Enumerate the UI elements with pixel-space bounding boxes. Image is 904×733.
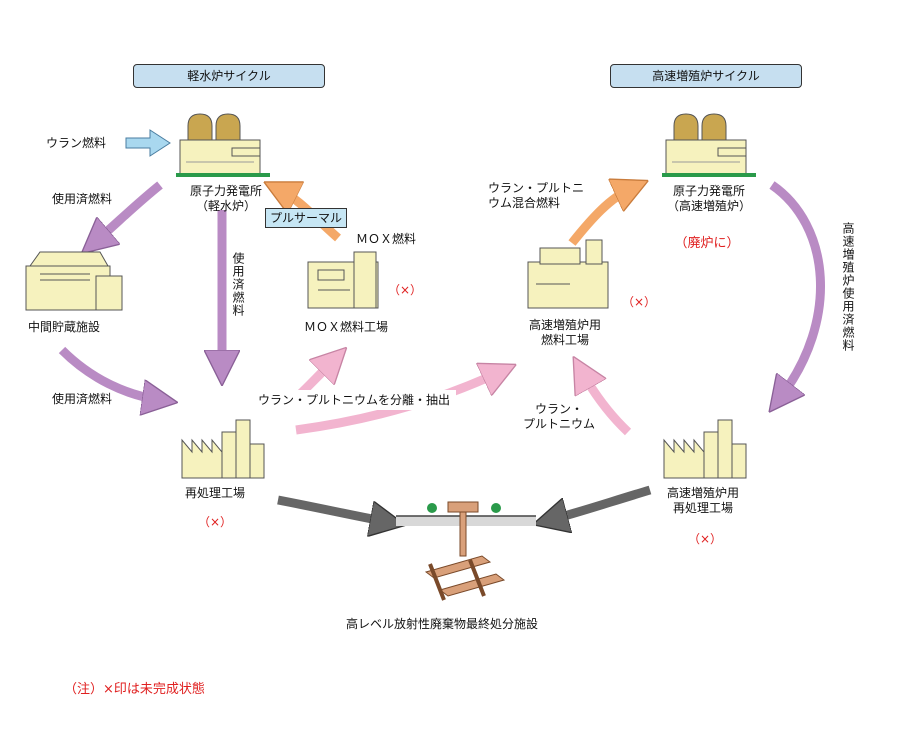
npp-lwr-label: 原子力発電所 （軽水炉） bbox=[176, 184, 276, 214]
arrow-mixed-fuel-to-fbr bbox=[568, 188, 632, 246]
fbr-fuel-line2: 燃料工場 bbox=[540, 333, 589, 347]
uranium-fuel-label: ウラン燃料 bbox=[46, 136, 107, 150]
interim-storage-icon bbox=[25, 251, 123, 311]
decommissioned-label: （廃炉に） bbox=[674, 236, 740, 251]
npp-fbr-label: 原子力発電所 （高速増殖炉） bbox=[654, 184, 764, 214]
u-pu-separation-label: ウラン・プルトニウムを分離・抽出 bbox=[252, 390, 457, 410]
npp-fbr-label-line2: （高速増殖炉） bbox=[666, 199, 751, 213]
disposal-facility-label: 高レベル放射性廃棄物最終処分施設 bbox=[346, 617, 539, 631]
spent-fuel-label-1: 使用済燃料 bbox=[52, 192, 113, 206]
fast-breeder-cycle-title: 高速増殖炉サイクル bbox=[610, 64, 802, 88]
pluthermal-tag: プルサーマル bbox=[265, 208, 348, 228]
mox-factory-icon bbox=[307, 251, 379, 309]
fbr-reprocessing-plant-icon bbox=[663, 419, 747, 479]
reprocessing-incomplete: （×） bbox=[197, 515, 233, 529]
fbr-fuel-factory-icon bbox=[527, 239, 609, 309]
arrow-storage-to-reprocessing bbox=[58, 346, 160, 400]
arrow-waste-from-fbr-reprocessing bbox=[550, 485, 652, 520]
mox-fuel-label: ＭＯＸ燃料 bbox=[356, 232, 417, 246]
u-pu-mixed-line2: ウム混合燃料 bbox=[488, 196, 561, 210]
fbr-reprocessing-incomplete: （×） bbox=[687, 532, 723, 546]
fbr-fuel-incomplete: （×） bbox=[622, 295, 657, 309]
reprocessing-plant-label: 再処理工場 bbox=[184, 486, 245, 500]
fbr-fuel-line1: 高速増殖炉用 bbox=[528, 318, 601, 332]
reprocessing-plant-icon bbox=[181, 419, 265, 479]
arrow-waste-from-reprocessing bbox=[277, 495, 388, 522]
fbr-reprocessing-line1: 高速増殖炉用 bbox=[666, 486, 739, 500]
npp-lwr-icon bbox=[176, 113, 270, 177]
u-pu-line1: ウラン・ bbox=[534, 402, 583, 416]
spent-fuel-vertical-label: 使用済燃料 bbox=[231, 252, 245, 317]
fbr-reprocessing-line2: 再処理工場 bbox=[672, 501, 733, 515]
npp-lwr-label-line1: 原子力発電所 bbox=[189, 184, 262, 198]
arrow-spent-fuel-to-storage bbox=[95, 181, 163, 242]
mox-factory-label: ＭＯＸ燃料工場 bbox=[304, 320, 389, 334]
u-pu-mixed-fuel-label: ウラン・プルトニ ウム混合燃料 bbox=[488, 181, 584, 211]
mox-factory-incomplete: （×） bbox=[388, 283, 423, 297]
npp-lwr-label-line2: （軽水炉） bbox=[195, 199, 256, 213]
interim-storage-label: 中間貯蔵施設 bbox=[28, 320, 101, 334]
light-water-cycle-title: 軽水炉サイクル bbox=[133, 64, 325, 88]
footnote: （注）×印は未完成状態 bbox=[64, 682, 205, 697]
npp-fbr-icon bbox=[662, 113, 756, 177]
fbr-reprocessing-label: 高速増殖炉用 再処理工場 bbox=[648, 486, 758, 516]
arrow-fbr-reprocessing-to-fuel bbox=[582, 372, 632, 436]
u-pu-line2: プルトニウム bbox=[522, 417, 595, 431]
arrow-fbr-spent-fuel bbox=[772, 181, 825, 398]
fbr-spent-fuel-vertical-label: 高速増殖炉使用済燃料 bbox=[841, 222, 855, 352]
npp-fbr-label-line1: 原子力発電所 bbox=[672, 184, 745, 198]
spent-fuel-label-2: 使用済燃料 bbox=[52, 392, 113, 406]
disposal-facility-icon bbox=[396, 501, 536, 601]
fbr-fuel-factory-label: 高速増殖炉用 燃料工場 bbox=[510, 318, 620, 348]
uranium-fuel-arrow bbox=[125, 129, 171, 157]
u-pu-label: ウラン・ プルトニウム bbox=[514, 402, 604, 432]
u-pu-mixed-line1: ウラン・プルトニ bbox=[488, 181, 585, 195]
